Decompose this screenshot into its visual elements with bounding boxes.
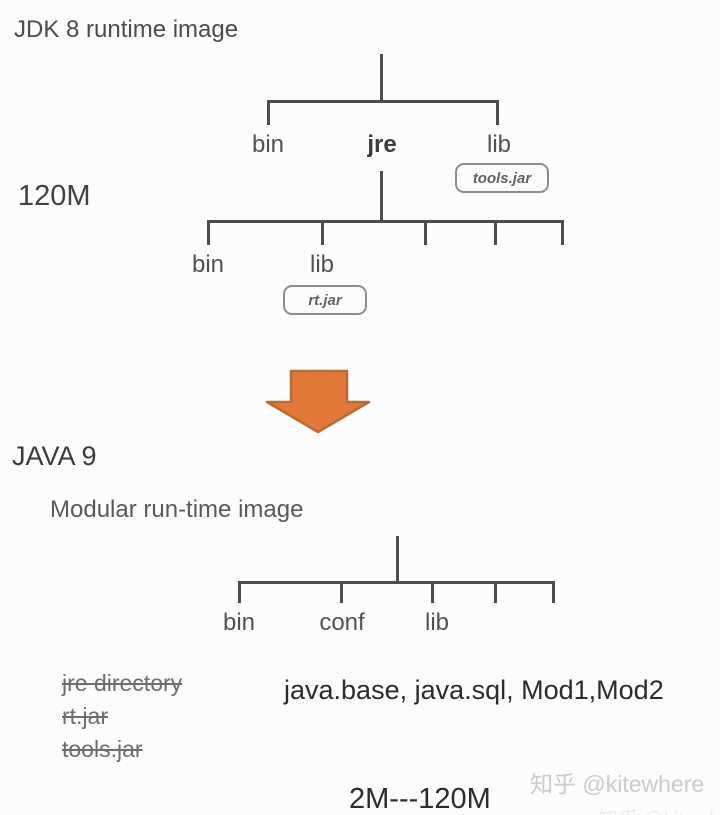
tree1-root-line xyxy=(380,54,383,103)
tree2-tick xyxy=(494,581,497,603)
rt-jar-badge: rt.jar xyxy=(283,285,367,315)
down-arrow-icon xyxy=(265,369,371,434)
tools-jar-badge: tools.jar xyxy=(455,163,549,193)
tree1-sub-tick xyxy=(321,220,324,245)
removed-item: jre directory xyxy=(62,670,183,696)
tree1-sub-tick xyxy=(561,220,564,245)
tree2-tick xyxy=(238,581,241,603)
tree1-sub-tick xyxy=(494,220,497,245)
tree2-node-conf: conf xyxy=(319,609,365,636)
java9-subtitle: Modular run-time image xyxy=(50,496,304,523)
tree1-sub-tick xyxy=(424,220,427,245)
tree1-tick xyxy=(496,100,499,125)
tree1-sub-node-bin: bin xyxy=(191,251,225,278)
jdk8-size-label: 120M xyxy=(18,180,91,212)
tree1-node-lib: lib xyxy=(486,131,511,158)
tree1-sub-h-line xyxy=(207,220,564,223)
tree1-jre-line xyxy=(380,171,383,222)
java9-title: JAVA 9 xyxy=(12,441,97,471)
tree1-h-line xyxy=(267,100,499,103)
zhihu-watermark-faint: 知乎 @kitewhere xyxy=(598,803,720,815)
jdk8-title: JDK 8 runtime image xyxy=(14,16,239,43)
modules-text: java.base, java.sql, Mod1,Mod2 xyxy=(284,675,664,705)
zhihu-watermark: 知乎 @kitewhere xyxy=(530,771,705,797)
removed-item: tools.jar xyxy=(62,736,143,762)
removed-items-list: jre directory rt.jar tools.jar xyxy=(62,667,182,766)
tree2-node-bin: bin xyxy=(222,609,256,636)
removed-item: rt.jar xyxy=(62,703,108,729)
tree1-node-bin: bin xyxy=(251,131,285,158)
tree2-h-line xyxy=(238,581,555,584)
tree2-tick xyxy=(431,581,434,603)
tree2-node-lib: lib xyxy=(424,609,449,636)
tree1-tick xyxy=(267,100,270,125)
tree2-root-line xyxy=(396,536,399,584)
size-range-text: 2M---120M xyxy=(349,783,491,815)
tree2-tick xyxy=(340,581,343,603)
tree1-node-jre: jre xyxy=(367,131,397,158)
tree1-sub-tick xyxy=(207,220,210,245)
tree1-sub-node-lib: lib xyxy=(309,251,334,278)
tree2-tick xyxy=(552,581,555,603)
